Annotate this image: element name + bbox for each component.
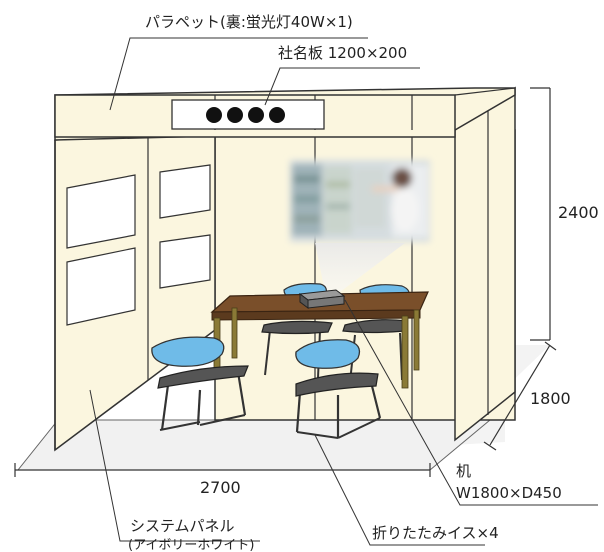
width-label: 2700 — [200, 478, 241, 497]
panel-sub-label: (アイボリーホワイト) — [128, 538, 255, 552]
projector-beam — [315, 243, 405, 292]
parapet-label: パラペット(裏:蛍光灯40W×1) — [145, 13, 353, 31]
projected-image — [290, 160, 430, 242]
right-wall — [454, 86, 516, 442]
depth-label: 1800 — [530, 389, 571, 408]
poster — [66, 174, 136, 249]
chairs-label: 折りたたみイス×4 — [372, 524, 499, 542]
floor-area — [16, 419, 492, 471]
name-plate-dots — [206, 107, 285, 123]
chair-front-left — [151, 336, 249, 431]
height-label: 2400 — [558, 203, 599, 222]
projector — [298, 289, 346, 309]
leader-lines — [89, 37, 598, 546]
poster — [159, 164, 211, 219]
name-plate — [171, 99, 325, 130]
poster — [159, 234, 211, 289]
height-dimension — [530, 87, 551, 341]
chair-front-right — [295, 339, 382, 439]
desk-label: 机 — [456, 462, 471, 480]
depth-dimension — [483, 341, 557, 451]
parapet-edge — [454, 87, 516, 96]
width-dimension — [14, 463, 431, 477]
panel-label: システムパネル — [130, 517, 235, 535]
nameplate-label: 社名板 1200×200 — [278, 44, 407, 62]
poster — [66, 247, 136, 326]
desk-size-label: W1800×D450 — [456, 484, 562, 502]
